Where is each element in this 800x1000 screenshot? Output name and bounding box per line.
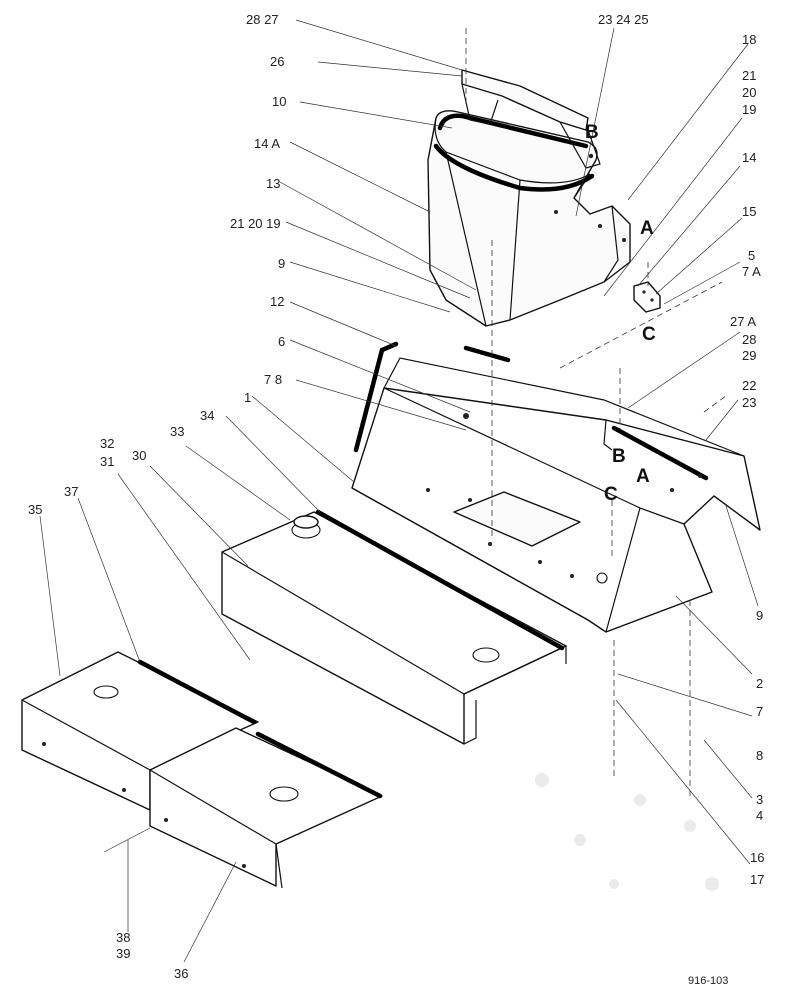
callout-37: 37: [64, 484, 78, 499]
callout-20-right: 20: [742, 85, 756, 100]
assembly-centerlines: [465, 28, 727, 800]
callout-1: 1: [244, 390, 251, 405]
ref-letter-c-top: C: [642, 324, 656, 345]
callout-14: 14: [742, 150, 756, 165]
left-lower-panel: [21, 651, 259, 811]
callout-15: 15: [742, 204, 756, 219]
callout-17: 17: [750, 872, 764, 887]
callout-8-right: 8: [756, 748, 763, 763]
callout-39: 39: [116, 946, 130, 961]
fuel-tank-assembly: [221, 509, 567, 745]
callout-21-right: 21: [742, 68, 756, 83]
callout-7-right: 7: [756, 704, 763, 719]
callout-33: 33: [170, 424, 184, 439]
callout-13: 13: [266, 176, 280, 191]
callout-12: 12: [270, 294, 284, 309]
callout-38: 38: [116, 930, 130, 945]
small-bracket: [633, 281, 661, 313]
callout-35: 35: [28, 502, 42, 517]
figure-number: 916-103: [688, 975, 728, 987]
callout-22: 22: [742, 378, 756, 393]
callout-7-8-left: 7 8: [264, 372, 282, 387]
callout-29: 29: [742, 348, 756, 363]
callout-36: 36: [174, 966, 188, 981]
lower-hardware-ghost: [535, 773, 719, 891]
callout-19-right: 19: [742, 102, 756, 117]
callout-30: 30: [132, 448, 146, 463]
callout-28-right: 28: [742, 332, 756, 347]
ref-letter-c-mid: C: [604, 484, 618, 505]
callout-27a: 27 A: [730, 314, 756, 329]
ref-letter-a-top: A: [640, 218, 654, 239]
callout-21-20-19-left: 21 20 19: [230, 216, 281, 231]
ref-letter-b-mid: B: [612, 446, 626, 467]
ref-letter-b-top: B: [585, 122, 599, 143]
callout-31: 31: [100, 454, 114, 469]
upper-console-housing: [427, 110, 631, 327]
callout-26: 26: [270, 54, 284, 69]
ref-letter-a-mid: A: [636, 466, 650, 487]
callout-16: 16: [750, 850, 764, 865]
callout-4: 4: [756, 808, 763, 823]
right-lower-panel: [149, 727, 383, 889]
callout-3: 3: [756, 792, 763, 807]
leader-lines: [39, 19, 759, 963]
callout-34: 34: [200, 408, 214, 423]
callout-9-left: 9: [278, 256, 285, 271]
callout-28-27: 28 27: [246, 12, 279, 27]
callout-10: 10: [272, 94, 286, 109]
callout-9-right: 9: [756, 608, 763, 623]
callout-23-right: 23: [742, 395, 756, 410]
callout-18: 18: [742, 32, 756, 47]
callout-14a: 14 A: [254, 136, 280, 151]
callout-7a: 7 A: [742, 264, 761, 279]
callout-2: 2: [756, 676, 763, 691]
callout-6: 6: [278, 334, 285, 349]
callout-labels: 28 27 26 10 14 A 13 21 20 19 9 12 6 7 8 …: [28, 12, 764, 981]
callout-23-24-25: 23 24 25: [598, 12, 649, 27]
reference-letters: B A C B A C: [585, 122, 656, 505]
callout-5: 5: [748, 248, 755, 263]
middle-console-base: [351, 341, 761, 633]
callout-32: 32: [100, 436, 114, 451]
